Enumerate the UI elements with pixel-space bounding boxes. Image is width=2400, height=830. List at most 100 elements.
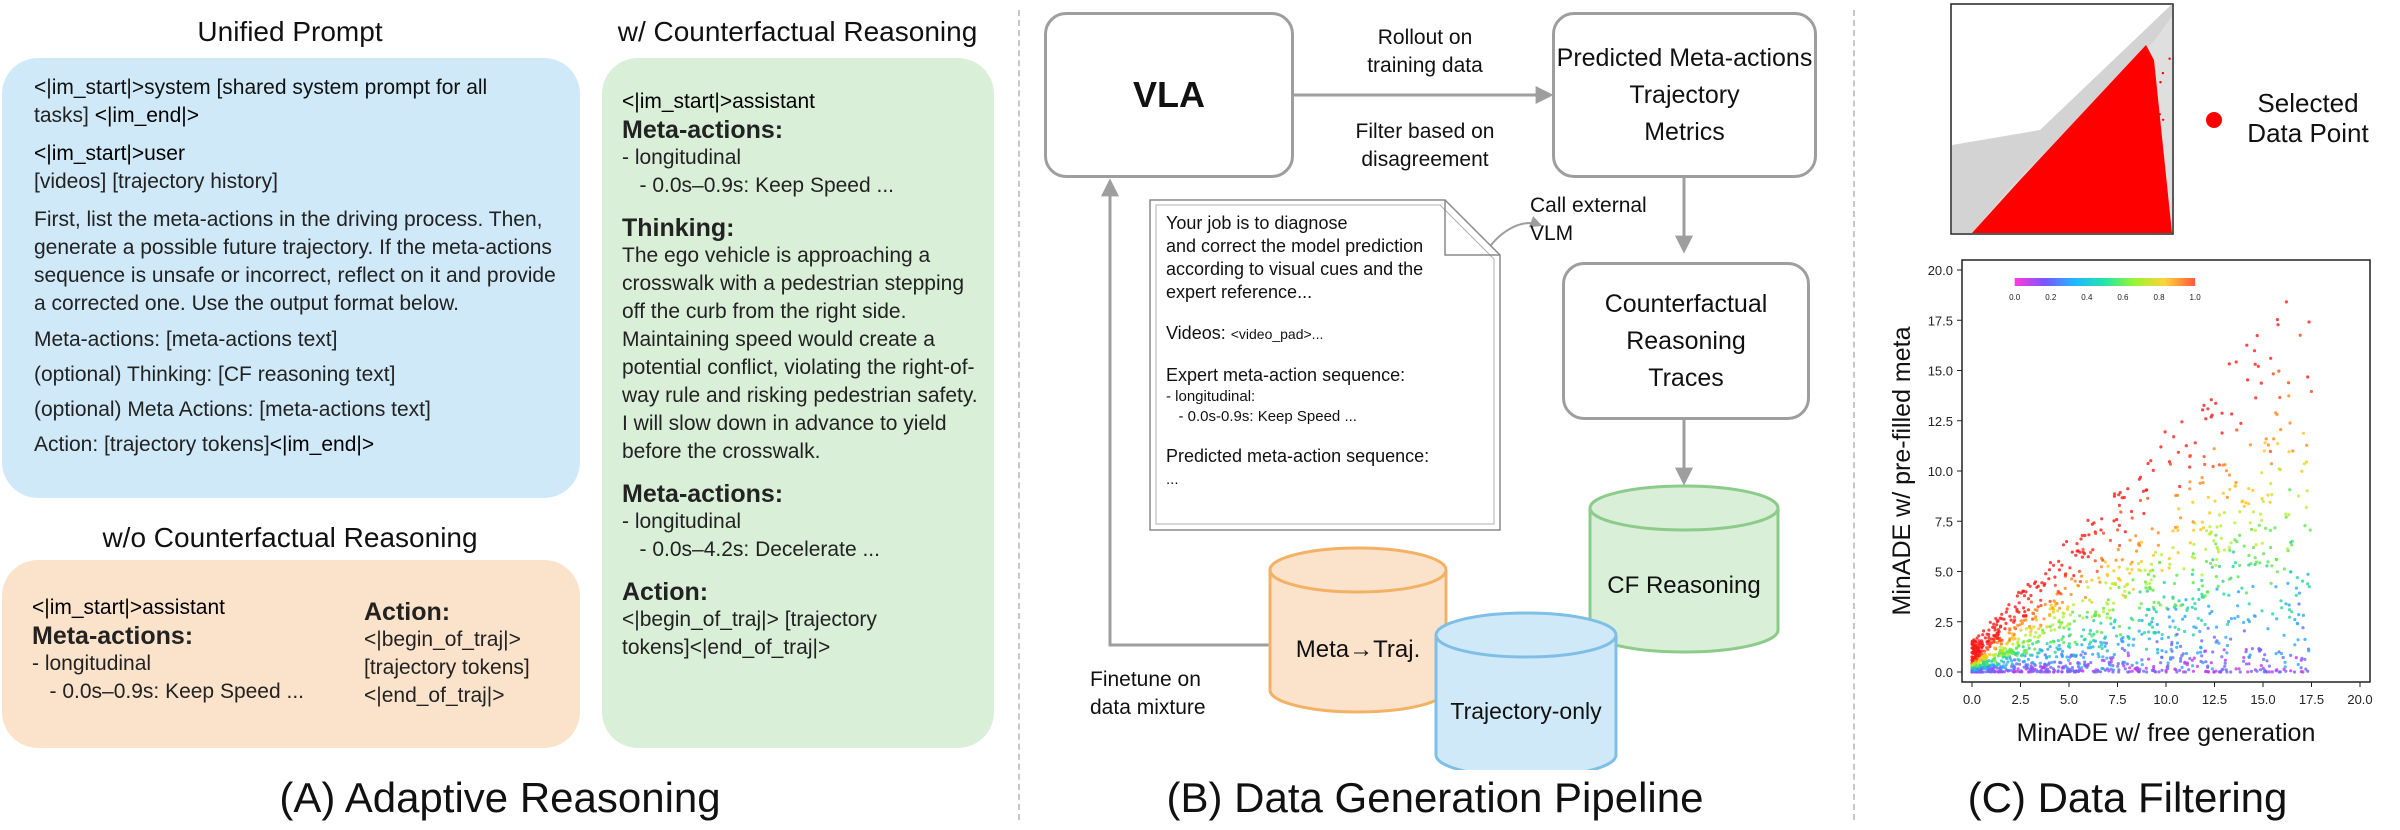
vla-label: VLA: [1133, 74, 1205, 115]
y-tick-label: 12.5: [1928, 414, 1953, 429]
w-cf-box: <|im_start|>assistant Meta-actions: - lo…: [602, 58, 994, 748]
w-meta-actions-heading: Meta-actions:: [622, 116, 784, 144]
caption-c: (C) Data Filtering: [1967, 774, 2288, 821]
im-end-token-2: <|im_end|>: [269, 433, 375, 456]
system-prompt-text: [shared system prompt for all: [210, 76, 488, 99]
w-action-line-2: tokens]<|end_of_traj|>: [622, 636, 831, 659]
colorbar-tick-label: 1.0: [2190, 293, 2202, 302]
wo-im-start-assistant: <|im_start|>assistant: [32, 596, 225, 619]
x-tick-label: 12.5: [2202, 692, 2227, 707]
y-tick-label: 5.0: [1935, 565, 1953, 580]
colorbar-gradient: [2014, 278, 2196, 286]
trajectory-only-cylinder: [1434, 611, 1618, 770]
doc-intro: Your job is to diagnose and correct the …: [1166, 213, 1424, 302]
divider-1: [1018, 10, 1020, 820]
y-tick-label: 10.0: [1928, 464, 1953, 479]
selected-legend-label: Selected Data Point: [2247, 88, 2369, 148]
y-tick-labels: 0.02.55.07.510.012.515.017.520.0: [1928, 263, 1962, 680]
cf-reasoning-label: CF Reasoning: [1607, 572, 1761, 599]
call-vlm-label: Call external VLM: [1530, 194, 1647, 245]
colorbar: 0.0 0.2 0.4 0.6 0.8 1.0: [2009, 278, 2201, 302]
im-start-user: <|im_start|>user: [34, 142, 185, 165]
w-action-line-1: <|begin_of_traj|> [trajectory: [622, 608, 877, 631]
w-meta-actions-corrected-heading: Meta-actions:: [622, 480, 784, 508]
w-meta2-decelerate: - 0.0s–4.2s: Decelerate ...: [622, 538, 880, 561]
selected-legend-dot: [2206, 112, 2222, 128]
wo-end-traj: <|end_of_traj|>: [364, 684, 505, 707]
x-tick-label: 15.0: [2250, 692, 2275, 707]
y-tick-label: 2.5: [1935, 615, 1953, 630]
im-end-token: <|im_end|>: [94, 104, 200, 127]
y-tick-label: 20.0: [1928, 263, 1953, 278]
meta-traj-cylinder: [1268, 546, 1448, 714]
vlm-prompt-document: Your job is to diagnose and correct the …: [1166, 212, 1466, 491]
y-tick-label: 15.0: [1928, 364, 1953, 379]
wo-cf-title: w/o Counterfactual Reasoning: [102, 522, 478, 553]
cf-traces-label: Counterfactual Reasoning Traces: [1604, 289, 1768, 392]
wo-traj-tokens: [trajectory tokens]: [364, 656, 530, 679]
selection-inset-plot: [1950, 3, 2174, 235]
wo-begin-traj: <|begin_of_traj|>: [364, 628, 521, 651]
cf-traces-box: Counterfactual Reasoning Traces: [1562, 262, 1810, 420]
doc-expert-keep-speed: - 0.0s-0.9s: Keep Speed ...: [1166, 408, 1357, 425]
doc-predicted-ellipsis: ...: [1166, 471, 1179, 488]
x-tick-label: 20.0: [2347, 692, 2372, 707]
doc-video-pad: <video_pad>...: [1230, 326, 1324, 342]
predicted-label: Predicted Meta-actions Trajectory Metric…: [1556, 43, 1813, 146]
doc-expert-longitudinal: - longitudinal:: [1166, 388, 1256, 405]
x-tick-label: 0.0: [1963, 692, 1981, 707]
doc-predicted-heading: Predicted meta-action sequence:: [1166, 446, 1430, 466]
trajectory-only-label: Trajectory-only: [1450, 698, 1602, 724]
selected-dots: [2029, 57, 2171, 221]
w-meta-keep-speed: - 0.0s–0.9s: Keep Speed ...: [622, 174, 895, 197]
y-axis-label: MinADE w/ pre-filled meta: [1888, 326, 1916, 615]
rollout-label: Rollout on training data: [1367, 26, 1483, 77]
w-im-start-assistant: <|im_start|>assistant: [622, 90, 815, 113]
y-tick-label: 17.5: [1928, 313, 1953, 328]
format-meta-actions: Meta-actions: [meta-actions text]: [34, 328, 338, 351]
colorbar-tick-label: 0.8: [2153, 293, 2165, 302]
w-meta2-longitudinal: - longitudinal: [622, 510, 742, 533]
finetune-label: Finetune on data mixture: [1090, 668, 1206, 719]
colorbar-tick-label: 0.4: [2081, 293, 2093, 302]
filter-label: Filter based on disagreement: [1355, 120, 1495, 171]
user-inputs: [videos] [trajectory history]: [34, 170, 278, 193]
w-action-heading: Action:: [622, 578, 709, 606]
instruction-paragraph: First, list the meta-actions in the driv…: [34, 208, 556, 315]
wo-meta-actions-heading: Meta-actions:: [32, 622, 194, 650]
divider-2: [1853, 10, 1855, 820]
wo-cf-box: <|im_start|>assistant Meta-actions: - lo…: [2, 560, 580, 748]
format-meta-actions-optional: (optional) Meta Actions: [meta-actions t…: [34, 398, 431, 421]
thinking-heading: Thinking:: [622, 214, 735, 242]
system-prompt-text-cont: tasks]: [34, 104, 95, 127]
doc-expert-heading: Expert meta-action sequence:: [1166, 365, 1406, 385]
colorbar-tick-label: 0.6: [2117, 293, 2129, 302]
x-tick-label: 17.5: [2299, 692, 2324, 707]
w-cf-title: w/ Counterfactual Reasoning: [617, 16, 978, 47]
format-thinking: (optional) Thinking: [CF reasoning text]: [34, 363, 396, 386]
colorbar-tick-label: 0.0: [2009, 293, 2021, 302]
wo-action-heading: Action:: [364, 598, 451, 626]
x-tick-label: 5.0: [2060, 692, 2078, 707]
scatter-density: [1970, 300, 2313, 674]
selected-region: [1972, 45, 2172, 233]
format-action: Action: [trajectory tokens]: [34, 433, 270, 456]
x-axis-label: MinADE w/ free generation: [2017, 719, 2316, 747]
y-tick-label: 0.0: [1935, 665, 1953, 680]
meta-traj-label: Meta→Traj.: [1295, 636, 1421, 663]
vla-box: VLA: [1044, 12, 1294, 178]
cf-reasoning-cylinder: [1588, 484, 1780, 654]
caption-a: (A) Adaptive Reasoning: [279, 774, 721, 821]
x-tick-label: 10.0: [2153, 692, 2178, 707]
predicted-box: Predicted Meta-actions Trajectory Metric…: [1552, 12, 1817, 178]
wo-meta-keep-speed: - 0.0s–0.9s: Keep Speed ...: [32, 680, 305, 703]
unified-prompt-box: <|im_start|>system [shared system prompt…: [2, 58, 580, 498]
thinking-text: The ego vehicle is approaching a crosswa…: [622, 244, 978, 463]
x-tick-label: 2.5: [2011, 692, 2029, 707]
colorbar-tick-label: 0.2: [2045, 293, 2057, 302]
w-meta-longitudinal: - longitudinal: [622, 146, 742, 169]
pipeline-arrows: [1101, 86, 1780, 770]
unified-prompt-title: Unified Prompt: [197, 16, 383, 47]
im-start-system: <|im_start|>system: [34, 76, 211, 99]
